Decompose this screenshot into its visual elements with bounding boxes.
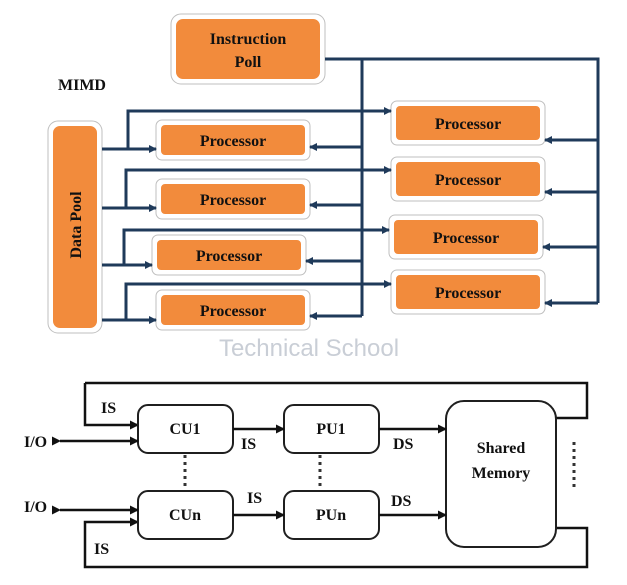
- is-label-1: IS: [241, 436, 256, 453]
- processor-right-2: Processor: [390, 156, 546, 202]
- instruction-pool-line1: Instruction: [210, 31, 287, 48]
- is-label-top: IS: [101, 400, 116, 417]
- ds-label-n: DS: [391, 493, 412, 510]
- shared-memory-line1: Shared: [477, 440, 526, 457]
- io-label-1: I/O: [24, 434, 47, 451]
- cun-label: CUn: [169, 507, 201, 524]
- processor-right-2-label: Processor: [435, 172, 501, 189]
- processor-right-1-label: Processor: [435, 116, 501, 133]
- processor-right-3-label: Processor: [433, 230, 499, 247]
- processor-right-4: Processor: [390, 269, 546, 315]
- is-label-n: IS: [247, 490, 262, 507]
- mimd-title: MIMD: [58, 77, 106, 94]
- processor-left-4: Processor: [155, 289, 311, 331]
- data-bus: [102, 107, 392, 324]
- processor-right-3: Processor: [388, 214, 544, 260]
- data-pool-box: Data Pool: [47, 120, 103, 334]
- io-label-n: I/O: [24, 499, 47, 516]
- processor-left-1-label: Processor: [200, 133, 266, 150]
- instruction-bus: [305, 57, 600, 320]
- processor-right-1: Processor: [390, 100, 546, 146]
- processor-left-2-label: Processor: [200, 192, 266, 209]
- ds-label-1: DS: [393, 436, 414, 453]
- processor-left-1: Processor: [155, 119, 311, 161]
- processor-left-2: Processor: [155, 178, 311, 220]
- processor-right-4-label: Processor: [435, 285, 501, 302]
- instruction-pool-line2: Poll: [235, 54, 262, 71]
- data-pool-label: Data Pool: [68, 191, 85, 259]
- pu1-label: PU1: [316, 421, 345, 438]
- instruction-pool-box: Instruction Poll: [170, 13, 326, 85]
- processor-left-3-label: Processor: [196, 248, 262, 265]
- shared-memory-line2: Memory: [472, 465, 531, 482]
- watermark: Technical School: [219, 335, 399, 362]
- shared-memory-box: [445, 400, 557, 548]
- cu1-label: CU1: [169, 421, 200, 438]
- processor-left-4-label: Processor: [200, 303, 266, 320]
- is-label-bottom: IS: [94, 541, 109, 558]
- feedback-loops: [83, 381, 589, 569]
- processor-left-3: Processor: [151, 234, 307, 276]
- pun-label: PUn: [316, 507, 346, 524]
